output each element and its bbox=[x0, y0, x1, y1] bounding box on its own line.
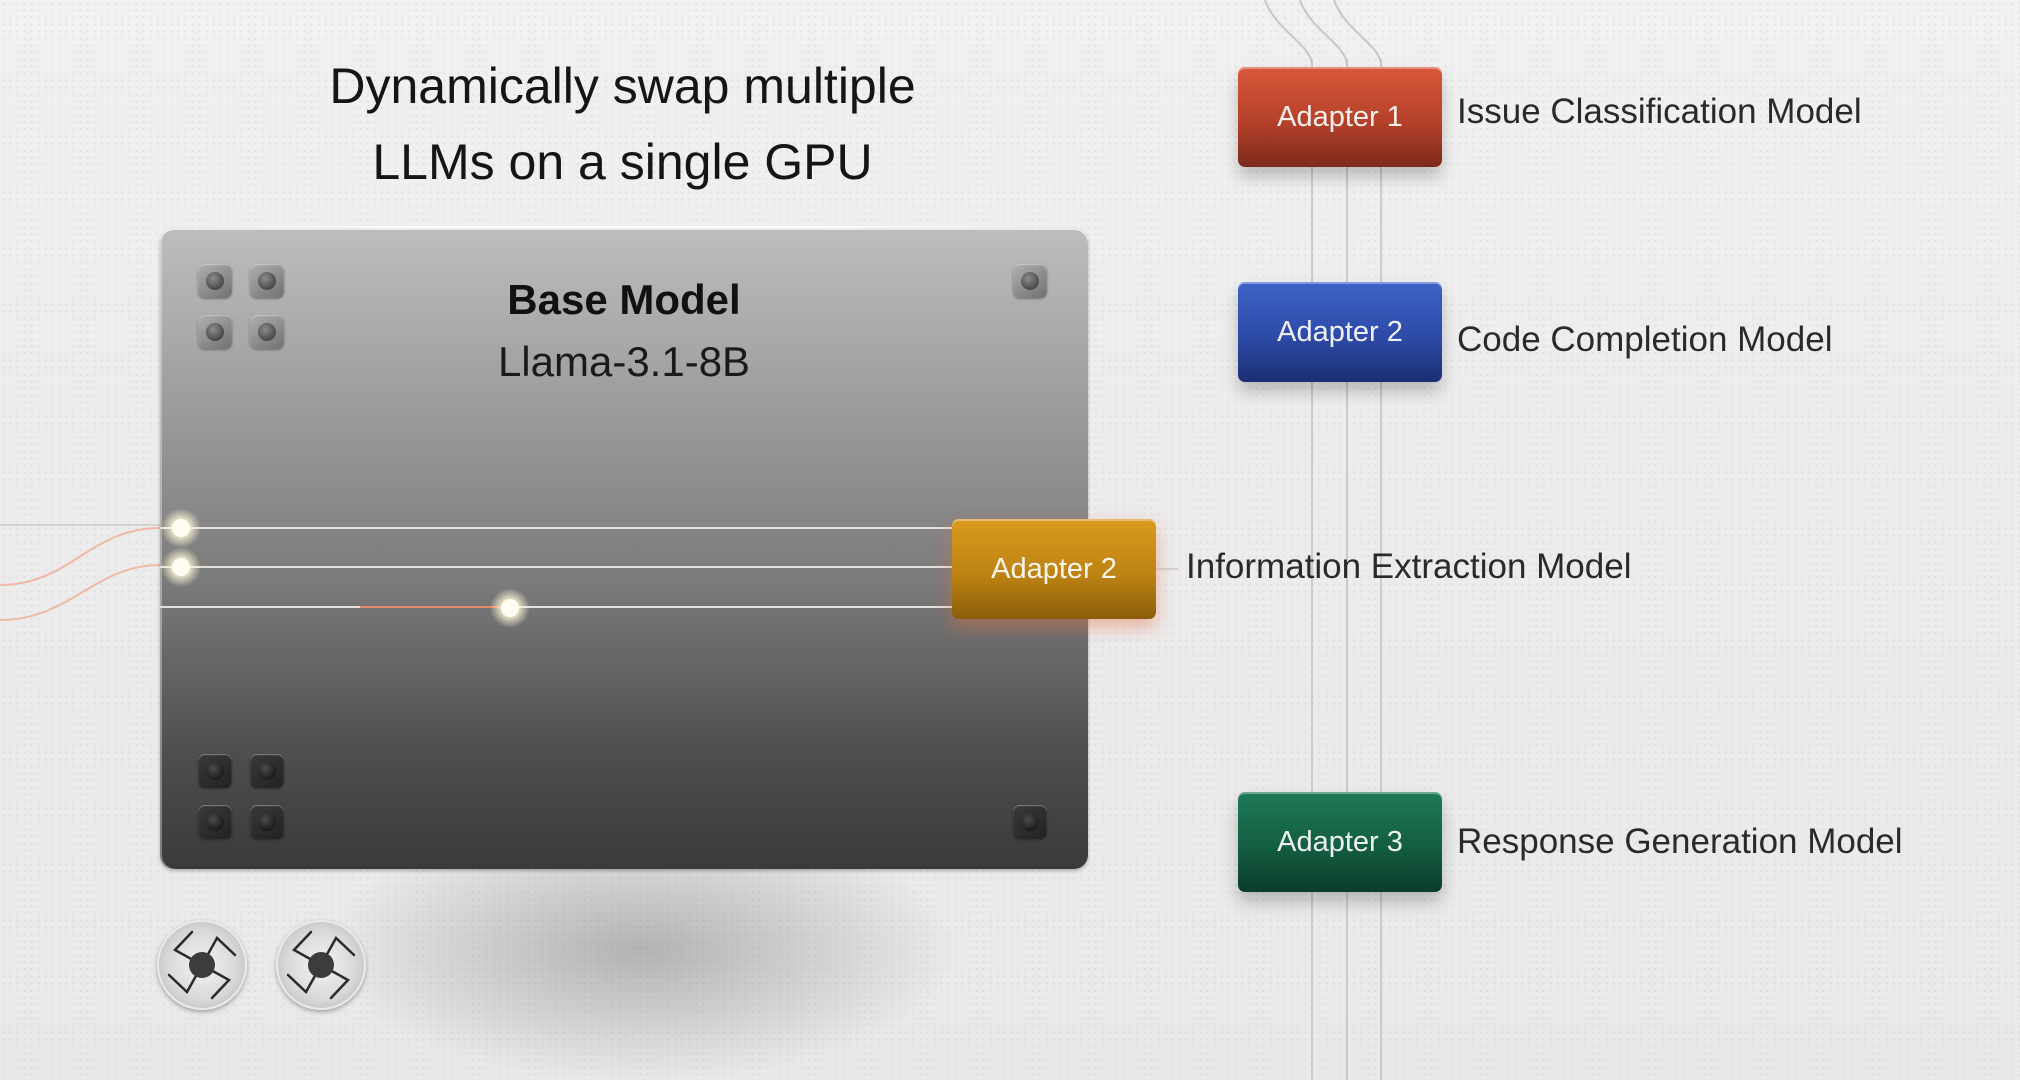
fan-icon bbox=[276, 920, 366, 1010]
screw-icon bbox=[1013, 805, 1047, 839]
adapter-label: Adapter 2 bbox=[991, 552, 1117, 585]
base-model-title: Base Model bbox=[507, 276, 741, 323]
adapter-label: Adapter 2 bbox=[1277, 315, 1403, 348]
adapter-label: Adapter 3 bbox=[1277, 825, 1403, 858]
screw-icon bbox=[250, 754, 284, 788]
headline-line-2: LLMs on a single GPU bbox=[372, 134, 873, 190]
adapter-1-chip[interactable]: Adapter 1 bbox=[1238, 67, 1442, 167]
fan-icon bbox=[157, 920, 247, 1010]
adapter-2-chip[interactable]: Adapter 2 bbox=[1238, 282, 1442, 382]
code-completion-label: Code Completion Model bbox=[1457, 320, 1833, 359]
screw-icon bbox=[250, 315, 284, 349]
screw-icon bbox=[250, 805, 284, 839]
screw-icon bbox=[198, 264, 232, 298]
gpu-board: Base Model Llama-3.1-8B bbox=[160, 228, 1088, 869]
response-generation-label: Response Generation Model bbox=[1457, 822, 1903, 861]
active-adapter-chip[interactable]: Adapter 2 bbox=[952, 519, 1156, 619]
screw-icon bbox=[198, 754, 232, 788]
screw-icon bbox=[250, 264, 284, 298]
gpu-highlight-edge bbox=[175, 226, 1055, 228]
headline-line-1: Dynamically swap multiple bbox=[329, 58, 916, 114]
screw-icon bbox=[198, 805, 232, 839]
issue-classification-label: Issue Classification Model bbox=[1457, 92, 1862, 131]
information-extraction-label: Information Extraction Model bbox=[1186, 547, 1632, 586]
screw-icon bbox=[1013, 264, 1047, 298]
base-model-name: Llama-3.1-8B bbox=[497, 338, 751, 385]
screw-icon bbox=[198, 315, 232, 349]
adapter-label: Adapter 1 bbox=[1277, 100, 1403, 133]
headline: Dynamically swap multiple LLMs on a sing… bbox=[250, 48, 995, 200]
adapter-3-chip[interactable]: Adapter 3 bbox=[1238, 792, 1442, 892]
